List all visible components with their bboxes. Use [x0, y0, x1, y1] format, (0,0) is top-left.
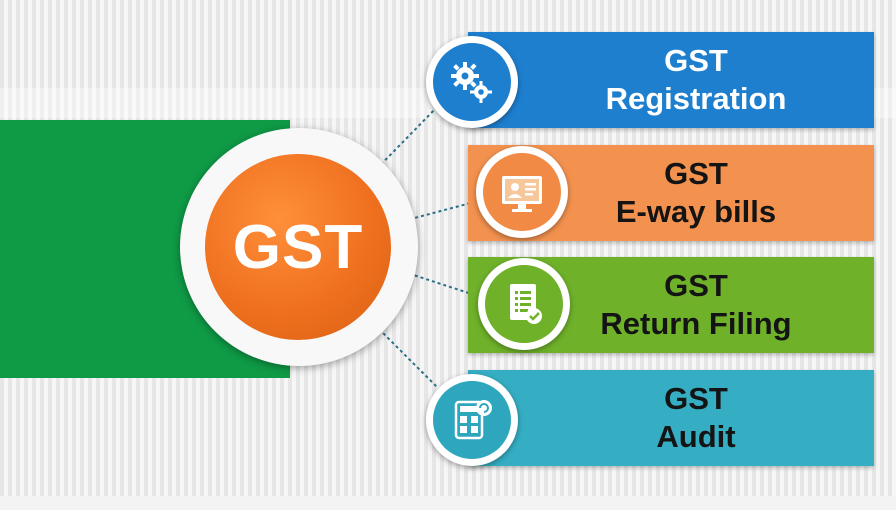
- document-check-icon: [510, 284, 542, 324]
- badge-audit: [426, 374, 518, 466]
- service-subtitle: Audit: [656, 419, 736, 454]
- badge-eway-bills: [476, 146, 568, 238]
- badge-return-filing: [478, 258, 570, 350]
- monitor-profile-icon: [502, 176, 542, 212]
- service-title: GST: [664, 381, 728, 416]
- gears-icon: [451, 62, 492, 103]
- calculator-icon: [454, 400, 492, 440]
- service-bar-audit: GST Audit: [468, 370, 874, 466]
- service-title: GST: [664, 43, 728, 78]
- hub-circle: GST: [205, 154, 391, 340]
- badge-registration: [426, 36, 518, 128]
- hub-label: GST: [232, 212, 364, 282]
- service-subtitle: Registration: [605, 81, 787, 116]
- service-title: GST: [664, 268, 728, 303]
- service-subtitle: Return Filing: [600, 306, 792, 341]
- service-bar-registration: GST Registration: [468, 32, 874, 128]
- service-subtitle: E-way bills: [615, 194, 777, 229]
- bottom-strip: [0, 496, 896, 510]
- service-title: GST: [664, 156, 728, 191]
